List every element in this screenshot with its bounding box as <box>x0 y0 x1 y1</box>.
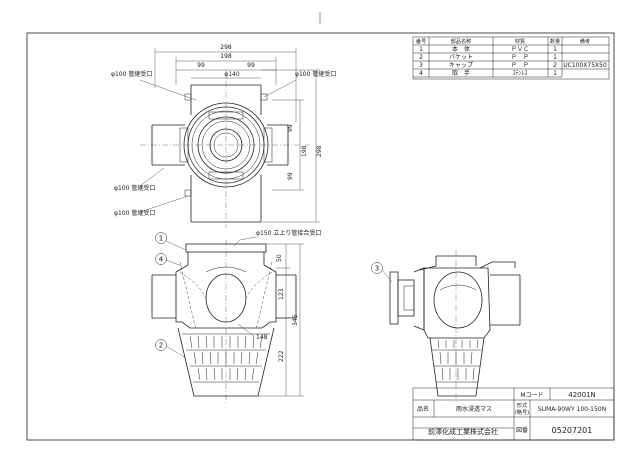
table-row-name: 取 手 <box>452 69 470 77</box>
table-header-qty: 数量 <box>550 37 560 45</box>
balloon-3-label: 3 <box>375 265 379 273</box>
dim-298-top: 298 <box>220 44 232 51</box>
dim-148: 148 <box>256 334 268 341</box>
table-row-qty: 1 <box>553 70 557 77</box>
dim-298-side: 298 <box>316 145 323 157</box>
dim-phi140: φ140 <box>224 71 240 78</box>
model-label-abbr: (略号) <box>515 408 529 416</box>
model-label: 形式 <box>517 401 528 409</box>
dim-99-lower: 99 <box>287 172 294 180</box>
label-pipe-socket-top-right: φ100 管継受口 <box>295 70 336 78</box>
table-row-no: 1 <box>419 46 423 53</box>
bucket-slots <box>189 335 263 381</box>
balloon-4-label: 4 <box>159 256 164 264</box>
label-pipe-socket-top-left: φ100 管継受口 <box>111 70 152 78</box>
front-view: 50 123 345 222 148 φ150 立上り管接合受口 1 4 2 <box>151 229 321 405</box>
drawing-number-value: 05207201 <box>552 426 593 435</box>
side-bucket-slots <box>437 339 479 381</box>
dim-99-left: 99 <box>197 62 205 69</box>
model-value: SUMA-90WY 100-150N <box>538 406 606 413</box>
dim-345: 345 <box>292 314 299 326</box>
table-header-note: 備考 <box>580 37 590 45</box>
balloon-4 <box>155 253 167 265</box>
table-row-material: Ｐ Ｐ <box>511 54 529 61</box>
company-name: 前澤化成工業株式会社 <box>428 427 498 436</box>
table-row-material: ｽﾃﾝﾚｽ <box>512 70 527 77</box>
title-block: Mコード 42001N 品名 雨水浸透マス 形式 (略号) SUMA-90WY … <box>412 387 615 441</box>
product-name-label: 品名 <box>417 405 429 413</box>
table-row-no: 4 <box>419 70 423 77</box>
balloon-2 <box>155 339 167 351</box>
dim-123: 123 <box>278 288 285 300</box>
top-view: 298 198 99 99 φ140 99 99 198 298 φ100 管継… <box>111 44 336 228</box>
table-row-material: ＰＶＣ <box>511 46 529 53</box>
table-row-note: UC100X75X50 <box>563 62 607 69</box>
label-riser-socket: φ150 立上り管接合受口 <box>256 229 321 237</box>
drawing-number-label: 図番 <box>516 427 528 434</box>
balloon-2-label: 2 <box>159 342 163 350</box>
table-row-name: 本 体 <box>452 45 470 53</box>
mcode-value: 42001N <box>568 391 596 399</box>
balloon-1 <box>155 232 167 244</box>
product-name-value: 雨水浸透マス <box>456 405 492 413</box>
balloon-1-label: 1 <box>159 235 163 243</box>
table-row-no: 3 <box>419 62 423 69</box>
table-row-qty: 2 <box>553 62 557 69</box>
side-view: 3 <box>371 250 521 402</box>
dim-198-side: 198 <box>301 145 308 157</box>
dim-222: 222 <box>278 350 285 362</box>
table-header-name: 部品名称 <box>451 37 472 45</box>
table-row-name: キャップ <box>449 62 473 69</box>
table-row-material: Ｐ Ｐ <box>511 62 529 69</box>
dim-198-top: 198 <box>220 53 232 60</box>
dim-99-upper: 99 <box>287 124 294 132</box>
dim-50: 50 <box>276 254 283 262</box>
label-pipe-socket-bottom: φ100 管継受口 <box>114 209 155 217</box>
table-row-name: バケット <box>449 54 473 61</box>
mcode-label: Mコード <box>520 392 543 399</box>
table-header-material: 材質 <box>515 37 525 45</box>
label-pipe-socket-left: φ100 管継受口 <box>114 184 155 192</box>
table-row-no: 2 <box>419 54 423 61</box>
balloon-3 <box>371 262 383 274</box>
table-header-no: 番号 <box>416 38 426 45</box>
table-row-qty: 1 <box>553 46 557 53</box>
parts-table: 番号 部品名称 材質 数量 備考 1 本 体 ＰＶＣ 1 2 バケット Ｐ Ｐ … <box>412 36 610 80</box>
drawing-border <box>26 32 615 441</box>
dim-99-right: 99 <box>247 62 255 69</box>
table-row-qty: 1 <box>553 54 557 61</box>
